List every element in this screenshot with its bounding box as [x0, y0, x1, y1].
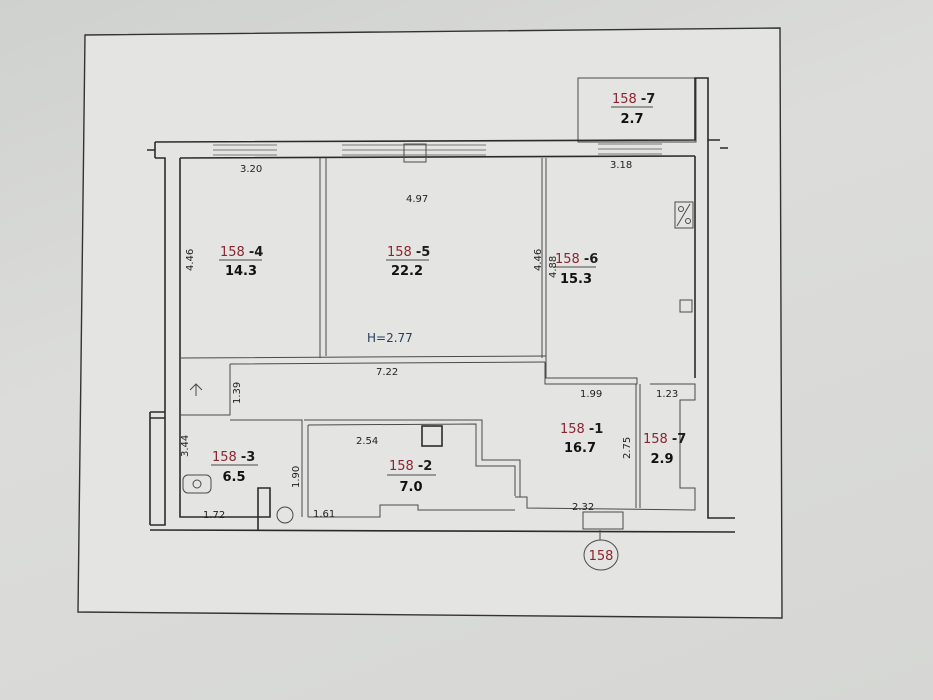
drain-icon [276, 506, 294, 524]
windows [213, 143, 662, 163]
room-suffix: -5 [416, 245, 430, 260]
light-fixture-icon [189, 383, 203, 396]
toilet-icon [182, 474, 212, 494]
room-number: 158 [389, 459, 414, 474]
dimension-label: 1.23 [656, 389, 678, 400]
dimension-labels: 3.20 4.97 3.18 4.46 4.46 4.88 7.22 1.39 … [180, 160, 678, 521]
room-area: 15.3 [560, 272, 592, 287]
room-number: 158 [560, 422, 585, 437]
dimension-label: 4.46 [533, 249, 544, 271]
dimension-label: 2.54 [356, 436, 378, 447]
stove-icon [674, 201, 694, 229]
room-number: 158 [555, 252, 580, 267]
ceiling-height: H=2.77 [367, 331, 413, 345]
interior-walls [179, 158, 696, 530]
balcony-outline [577, 77, 697, 143]
dimension-label: 3.44 [180, 435, 191, 457]
room-label-5: 158 -5 22.2 [386, 245, 430, 279]
room-area: 2.7 [620, 112, 643, 127]
room-number: 158 [212, 450, 237, 465]
room-area: 6.5 [222, 470, 245, 485]
building-marker [583, 539, 619, 571]
svg-text:158-6: 158 -6 [555, 252, 598, 267]
fixtures [182, 201, 694, 524]
room-suffix: -1 [589, 422, 603, 437]
room-label-7-storage: 158 -7 2.9 [643, 432, 686, 467]
svg-text:158-1: 158 -1 [560, 422, 603, 437]
room-area: 14.3 [225, 264, 257, 279]
dimension-label: 2.32 [572, 502, 594, 513]
dimension-label: 1.61 [313, 509, 335, 520]
room-suffix: -2 [418, 459, 432, 474]
svg-text:158-7: 158 -7 [643, 432, 686, 447]
room-area: 7.0 [399, 480, 422, 495]
room-number: 158 [612, 92, 637, 107]
room-label-4: 158 -4 14.3 [219, 245, 263, 279]
svg-text:158-5: 158 -5 [387, 245, 430, 260]
dimension-label: 1.90 [291, 466, 302, 488]
room-suffix: -7 [641, 92, 655, 107]
svg-text:158-7: 158 -7 [612, 92, 655, 107]
dimension-label: 4.97 [406, 194, 428, 205]
plan-frame [77, 27, 783, 619]
room-label-1: 158 -1 16.7 [560, 422, 603, 456]
room-suffix: -4 [249, 245, 263, 260]
dimension-label: 3.18 [610, 160, 632, 171]
room-number: 158 [387, 245, 412, 260]
dimension-label: 4.88 [548, 256, 559, 278]
svg-text:158-4: 158 -4 [220, 245, 263, 260]
room-area: 16.7 [564, 441, 596, 456]
dimension-label: 7.22 [376, 367, 398, 378]
dimension-label: 2.75 [622, 437, 633, 459]
dimension-label: 1.72 [203, 510, 225, 521]
svg-text:158-3: 158 -3 [212, 450, 255, 465]
room-area: 22.2 [391, 264, 423, 279]
room-suffix: -7 [672, 432, 686, 447]
svg-text:158-2: 158 -2 [389, 459, 432, 474]
outer-walls [147, 77, 736, 533]
room-number: 158 [643, 432, 668, 447]
dimension-label: 4.46 [185, 249, 196, 271]
room-label-7-balcony: 158 -7 2.7 [611, 92, 655, 127]
room-number: 158 [220, 245, 245, 260]
building-number: 158 [589, 549, 614, 564]
dimension-label: 1.99 [580, 389, 602, 400]
room-area: 2.9 [650, 452, 673, 467]
room-label-2: 158 -2 7.0 [387, 459, 436, 495]
dimension-label: 3.20 [240, 164, 262, 175]
room-label-3: 158 -3 6.5 [211, 450, 258, 485]
room-suffix: -6 [584, 252, 598, 267]
dimension-label: 1.39 [232, 382, 243, 404]
room-label-6: 158 -6 15.3 [554, 252, 598, 287]
sink-icon [679, 299, 693, 313]
room-suffix: -3 [241, 450, 255, 465]
